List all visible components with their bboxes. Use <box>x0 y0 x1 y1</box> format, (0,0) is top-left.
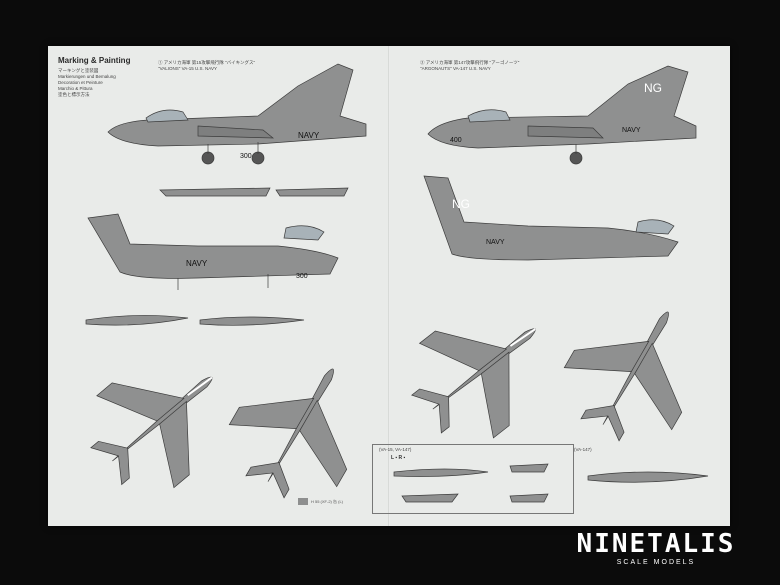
left-lower-modex-text: 300 <box>296 273 308 280</box>
language-line: Markierungen und Bemalung <box>58 74 116 79</box>
left-scheme-caption: ① アメリカ海軍 第15攻撃飛行隊 "バイキングス" "VALIONS" VA-… <box>158 60 255 72</box>
right-caption-jp: ② アメリカ海軍 第147攻撃飛行隊 "アーゴノーツ" <box>420 60 520 65</box>
language-line: Decoration et Peinture <box>58 80 103 85</box>
left-modex-text: 300 <box>240 153 252 160</box>
instruction-sheet: Marking & Painting マーキングと塗装図 Markierunge… <box>48 46 730 526</box>
sheet-title: Marking & Painting <box>58 56 131 65</box>
aircraft-artwork: 300 NAVY NAVY 300 NG NG NAVY NAVY 400 <box>85 63 709 503</box>
inset-label: (VA-15, VA-147) <box>379 447 412 452</box>
watermark-title: NINETALIS <box>576 529 736 559</box>
left-planform-bottom <box>228 368 348 499</box>
left-caption-jp: ① アメリカ海軍 第15攻撃飛行隊 "バイキングス" <box>158 60 256 65</box>
language-line: マーキングと塗装図 <box>58 68 99 73</box>
right-tail-code-text: NG <box>644 81 662 95</box>
left-profile-aircraft <box>107 63 367 165</box>
language-line: 塗色と標示方法 <box>58 92 90 97</box>
left-navy-text: NAVY <box>298 131 320 140</box>
right-lower-tail-code-text: NG <box>452 197 470 211</box>
stores-inset: (VA-15, VA-147) L ▪ R ▪ <box>372 444 574 514</box>
left-planform-top <box>90 376 213 489</box>
right-lower-navy-text: NAVY <box>486 239 505 246</box>
right-lower-profile-aircraft <box>423 175 679 261</box>
center-fold <box>388 46 390 526</box>
right-scheme-caption: ② アメリカ海軍 第147攻撃飛行隊 "アーゴノーツ" "ARGONAUTS" … <box>420 60 519 72</box>
right-navy-text: NAVY <box>622 127 641 134</box>
language-line: Marchio & Pittura <box>58 86 93 91</box>
watermark-subtitle: SCALE MODELS <box>616 559 696 566</box>
inset-left-right: L ▪ R ▪ <box>391 455 406 461</box>
left-lower-profile-aircraft <box>87 213 339 290</box>
paint-reference: H 55 (XF-2) 缶 (L) <box>311 499 344 504</box>
right-profile-aircraft <box>427 65 697 165</box>
right-caption-en: "ARGONAUTS" VA-147 U.S. NAVY <box>420 66 491 71</box>
right-planform-top <box>411 328 536 439</box>
left-caption-en: "VALIONS" VA-15 U.S. NAVY <box>158 66 217 71</box>
right-modex-text: 400 <box>450 137 462 144</box>
watermark-logo: NINETALIS SCALE MODELS <box>556 530 756 568</box>
left-lower-navy-text: NAVY <box>186 259 208 268</box>
paint-swatch <box>298 498 308 505</box>
language-lines: マーキングと塗装図 Markierungen und Bemalung Deco… <box>58 68 116 98</box>
right-planform-bottom <box>563 311 683 442</box>
right-tank-label: (VA-147) <box>574 447 592 452</box>
